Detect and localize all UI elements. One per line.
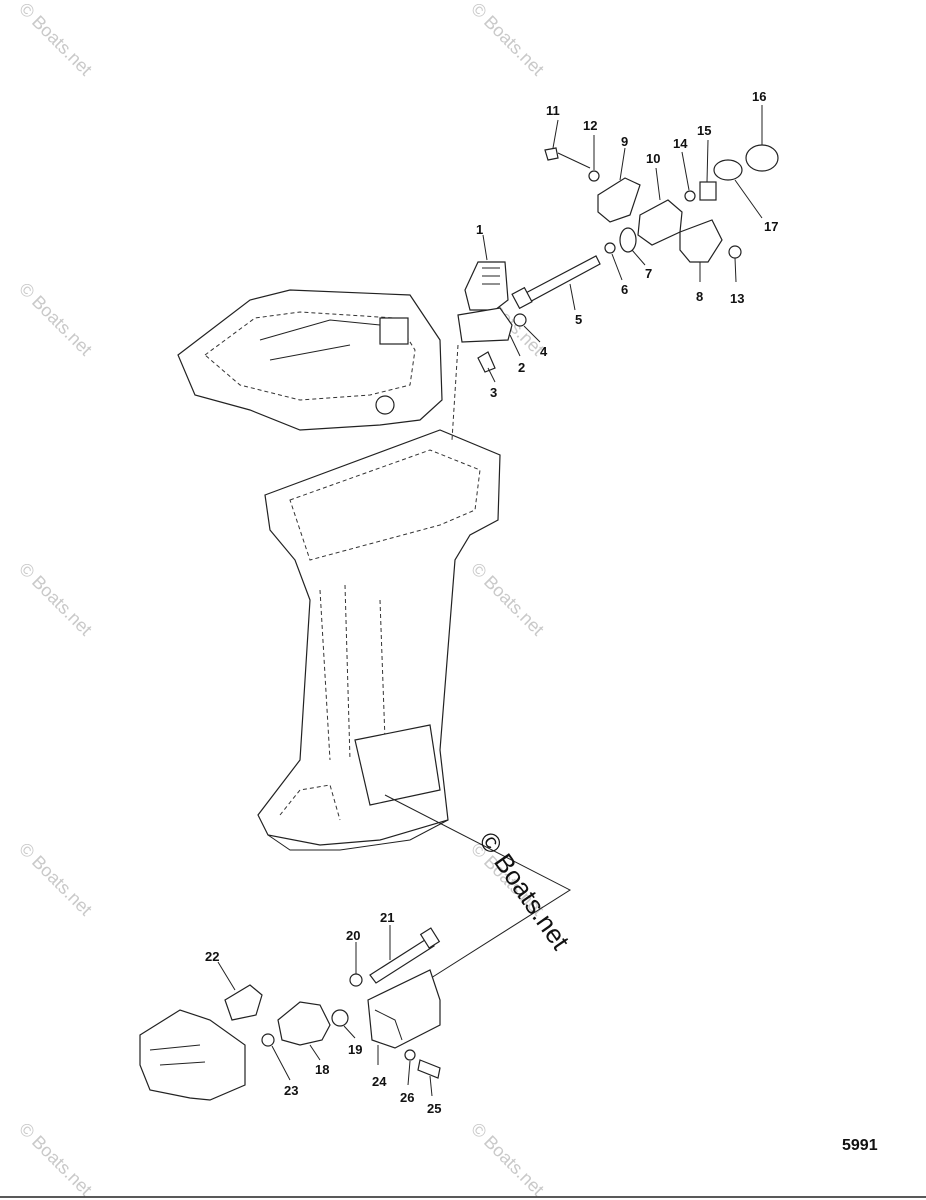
swivel-tray (177, 289, 443, 431)
callout-6: 6 (621, 282, 628, 297)
callout-3: 3 (490, 385, 497, 400)
callout-25: 25 (427, 1101, 441, 1116)
callout-16: 16 (752, 89, 766, 104)
figure-code: 5991 (842, 1137, 878, 1154)
callout-5: 5 (575, 312, 582, 327)
mount-leader-lower (384, 794, 572, 986)
watermark-5: © Boats.net (15, 559, 96, 640)
callout-18: 18 (315, 1062, 329, 1077)
callout-22: 22 (205, 949, 219, 964)
callout-24: 24 (372, 1074, 387, 1089)
upper-mount-assembly (457, 144, 779, 373)
watermark-6: © Boats.net (467, 559, 548, 640)
lower-mount-assembly (139, 927, 441, 1101)
mount-leader-upper (451, 344, 459, 441)
watermark-3: © Boats.net (15, 279, 96, 360)
watermark-2: © Boats.net (467, 0, 548, 80)
callout-12: 12 (583, 118, 597, 133)
callout-21: 21 (380, 910, 394, 925)
callout-20: 20 (346, 928, 360, 943)
callout-9: 9 (621, 134, 628, 149)
watermark-main: © Boats.net (473, 826, 576, 955)
callout-2: 2 (518, 360, 525, 375)
callout-7: 7 (645, 266, 652, 281)
callout-1: 1 (476, 222, 483, 237)
callout-13: 13 (730, 291, 744, 306)
callout-11: 11 (546, 103, 560, 118)
callout-8: 8 (696, 289, 703, 304)
callout-4: 4 (540, 344, 548, 359)
callout-labels: 1 2 3 4 5 6 7 8 9 10 11 12 13 14 15 16 1 (205, 89, 778, 1116)
watermark-7: © Boats.net (15, 839, 96, 920)
callout-23: 23 (284, 1083, 298, 1098)
callout-19: 19 (348, 1042, 362, 1057)
watermark-9: © Boats.net (15, 1119, 96, 1200)
callout-14: 14 (673, 136, 688, 151)
callout-17: 17 (764, 219, 778, 234)
callout-15: 15 (697, 123, 711, 138)
watermark-10: © Boats.net (467, 1119, 548, 1200)
callout-26: 26 (400, 1090, 414, 1105)
driveshaft-housing (257, 429, 501, 851)
callout-10: 10 (646, 151, 660, 166)
watermark-1: © Boats.net (15, 0, 96, 80)
